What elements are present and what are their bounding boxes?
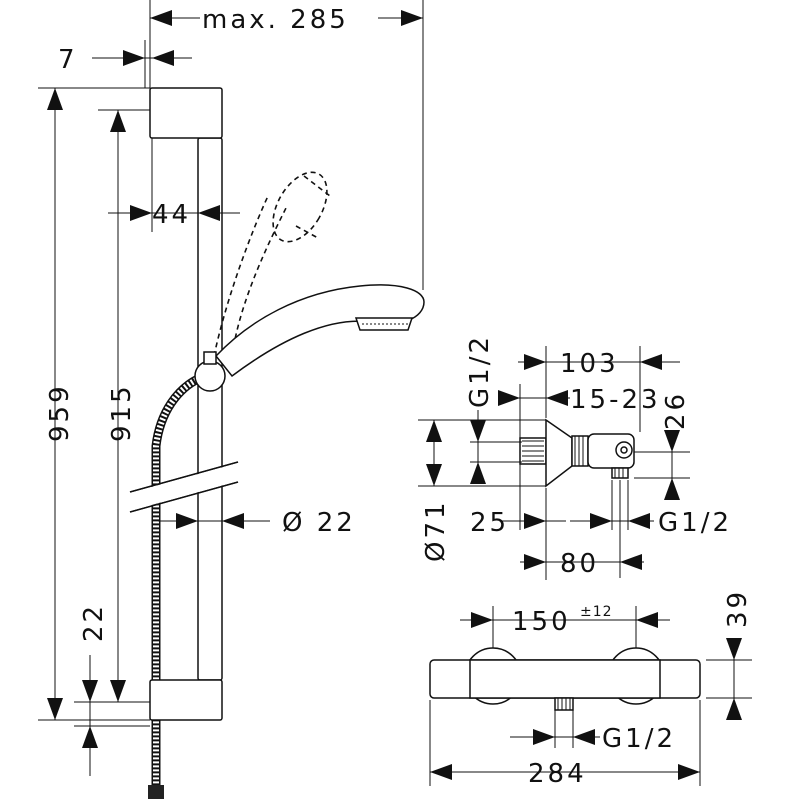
- dim-rail-offset: 44: [152, 200, 191, 230]
- dim-offset-top: 7: [58, 45, 78, 75]
- dim-centres: 150: [512, 607, 571, 637]
- dim-mixer-width: 284: [528, 759, 587, 789]
- shower-set-view: max. 285 7 959 915 44 Ø 22: [38, 0, 425, 799]
- dim-outlet-height: 26: [661, 391, 691, 430]
- rail-bottom-bracket: [149, 679, 223, 721]
- dim-thread-outlet: G1/2: [658, 508, 732, 538]
- hand-shower: [215, 284, 425, 378]
- rail-top-bracket: [149, 87, 223, 139]
- dim-thread-top: G1/2: [465, 334, 495, 408]
- mixer-front-view: 150 ±12 39 G1/2 284: [429, 589, 753, 789]
- dim-max-reach: max. 285: [202, 5, 349, 35]
- dim-rail-height: 959: [45, 383, 75, 442]
- shower-hose: [151, 373, 203, 790]
- dim-centres-tolerance: ±12: [580, 604, 613, 620]
- dim-thread-bottom: G1/2: [602, 724, 676, 754]
- dim-outlet-depth: 80: [560, 549, 599, 579]
- dim-connection-range: 15-23: [570, 385, 661, 415]
- shower-head-alt-position: [213, 171, 331, 357]
- dim-body-offset: 25: [470, 508, 509, 538]
- dim-body-diameter: Ø71: [421, 499, 451, 562]
- dim-hose-height: 915: [107, 383, 137, 442]
- dim-rail-diameter: Ø 22: [282, 508, 356, 538]
- mixer-side-view: G1/2 Ø71 103 15-23 26 25: [418, 334, 732, 580]
- hose-nut: [148, 785, 164, 799]
- break-mark: [129, 461, 239, 513]
- dim-depth: 103: [560, 349, 619, 379]
- dim-bottom-offset: 22: [79, 603, 109, 642]
- shower-holder: [194, 360, 226, 392]
- dim-mixer-height: 39: [723, 589, 753, 628]
